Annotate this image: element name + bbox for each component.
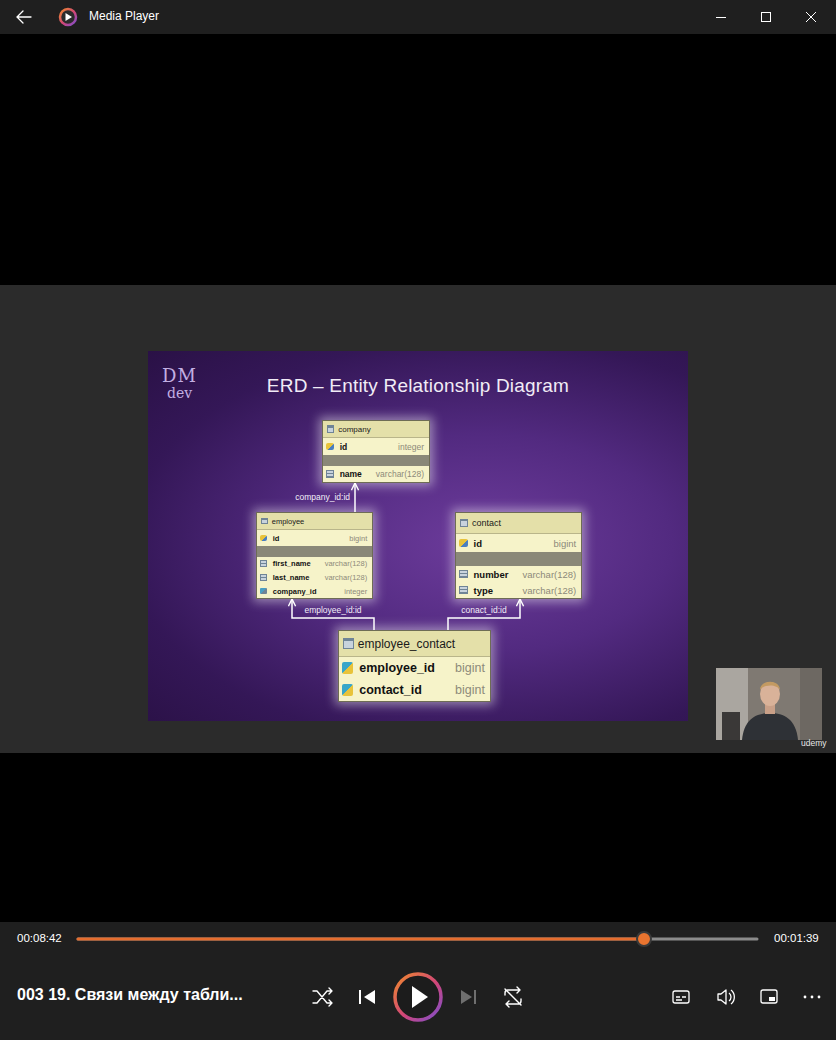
table-header: company [323,421,429,438]
column-row: contact_id bigint [339,679,490,701]
relation-label: conact_id:id [461,606,506,616]
separator-row [323,455,429,466]
repeat-icon [505,987,521,1007]
separator-row [456,552,581,566]
column-type: bigint [447,683,485,697]
control-bar [0,922,836,1040]
subtitles-icon [673,991,689,1003]
table-icon [327,425,334,432]
column-icon [342,662,353,673]
column-icon [260,560,267,567]
column-type: varchar(128) [317,559,368,568]
column-icon [326,470,334,478]
elapsed-time: 00:08:42 [17,932,62,944]
relation-label: company_id:id [295,493,350,503]
column-name: name [340,469,362,479]
table-icon [460,519,468,527]
column-name: last_name [273,573,310,582]
column-row: company_id integer [257,584,372,598]
column-name: type [474,585,494,596]
app-icon [60,9,76,25]
presentation-slide: ERD – Entity Relationship DiagramDMdev co… [148,351,688,721]
column-icon [459,539,468,548]
column-name: contact_id [359,683,422,697]
column-row: id integer [323,438,429,455]
column-type: varchar(128) [368,469,424,479]
column-name: first_name [273,559,311,568]
slide-title: ERD – Entity Relationship Diagram [148,375,688,397]
column-row: name varchar(128) [323,466,429,482]
column-icon [342,684,353,695]
table-header: employee [257,513,372,530]
column-name: id [474,538,482,549]
relation-arrow [354,483,356,512]
column-row: first_name varchar(128) [257,557,372,571]
relation-arrow [292,599,374,630]
column-type: integer [390,442,424,452]
relation-label: employee_id:id [304,606,361,616]
more-icon [804,996,821,999]
remaining-time: 00:01:39 [774,932,819,944]
table-box: contact id bigint number varchar(128) type var… [455,512,582,599]
miniplayer-icon [761,990,777,1003]
volume-icon [718,990,734,1004]
column-row: id bigint [257,530,372,546]
column-type: integer [336,587,367,596]
column-row: type varchar(128) [456,582,581,598]
column-name: employee_id [359,661,435,675]
table-icon [261,518,268,525]
column-type: bigint [447,661,485,675]
table-header: contact [456,513,581,534]
window-buttons [716,12,816,22]
webcam-thumbnail [716,668,822,740]
column-row: last_name varchar(128) [257,571,372,585]
next-icon [461,990,476,1004]
column-icon [326,443,334,451]
column-type: bigint [341,534,367,543]
column-type: varchar(128) [317,573,368,582]
logo-text: dev [167,385,192,401]
separator-row [257,546,372,557]
table-box: employeeidbigintfirst_namevarchar(128)la… [256,512,373,599]
column-icon [260,574,267,581]
table-header: employee_contact [339,631,490,657]
table-box: company id integer name varchar(128) [322,420,430,483]
column-type: varchar(128) [514,585,576,596]
previous-icon [359,990,375,1004]
table-name: contact [472,518,501,528]
column-row: number varchar(128) [456,566,581,582]
progress-bar [78,932,757,946]
column-icon [459,586,468,595]
column-name: company_id [273,587,317,596]
column-row: employee_id bigint [339,657,490,679]
relation-arrow [448,599,520,630]
play-button [395,974,441,1020]
column-row: id bigint [456,534,581,552]
column-type: varchar(128) [514,569,576,580]
column-icon [260,588,267,595]
video-title: 003 19. Связи между табли... [17,986,243,1004]
column-type: bigint [546,538,577,549]
shuffle-icon [313,988,332,1006]
table-name: employee_contact [358,637,455,651]
column-name: id [340,442,348,452]
column-name: id [273,534,280,543]
column-icon [260,535,267,542]
table-name: company [338,425,370,434]
logo-text: DM [162,365,197,386]
column-name: number [474,569,509,580]
window-title: Media Player [89,9,159,23]
back-icon [17,11,31,23]
table-box: employee_contactemployee_idbigintcontact… [338,630,491,702]
column-icon [459,570,468,579]
video-frame [0,285,836,753]
video-area [0,34,836,922]
table-icon [343,638,354,649]
title-bar [0,0,836,34]
table-name: employee [272,517,305,526]
watermark: udemy [801,738,827,748]
